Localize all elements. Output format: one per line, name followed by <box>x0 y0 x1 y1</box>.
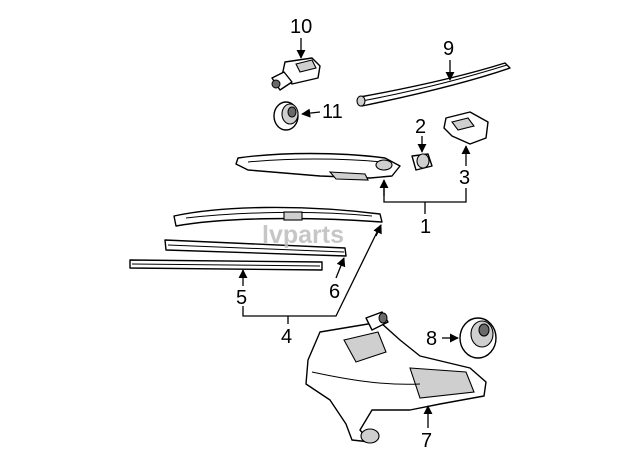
leader-lines <box>238 38 471 428</box>
callout-2: 2 <box>415 116 426 138</box>
motor-grommet <box>459 317 497 359</box>
callout-1: 1 <box>420 216 431 238</box>
callout-7: 7 <box>421 430 432 452</box>
callout-5: 5 <box>236 287 247 309</box>
callout-9: 9 <box>443 38 454 60</box>
blade-refill <box>129 259 323 271</box>
callout-4: 4 <box>281 326 292 348</box>
washer-hose <box>356 62 511 107</box>
arm-cover <box>443 111 489 145</box>
callout-6: 6 <box>329 281 340 303</box>
wiper-motor <box>305 311 487 444</box>
washer-nozzle <box>271 57 321 91</box>
callout-10: 10 <box>290 16 312 38</box>
callout-3: 3 <box>459 167 470 189</box>
callout-labels: 10 9 11 2 3 1 5 6 4 8 7 <box>236 16 470 452</box>
watermark-logo: lvparts <box>262 221 344 249</box>
wiper-arm <box>235 152 401 181</box>
callout-8: 8 <box>426 328 437 350</box>
blade-insert <box>164 239 347 257</box>
cap-nut <box>411 153 433 171</box>
callout-11: 11 <box>322 101 343 123</box>
wiper-blade <box>173 206 383 227</box>
grommet <box>273 101 299 131</box>
